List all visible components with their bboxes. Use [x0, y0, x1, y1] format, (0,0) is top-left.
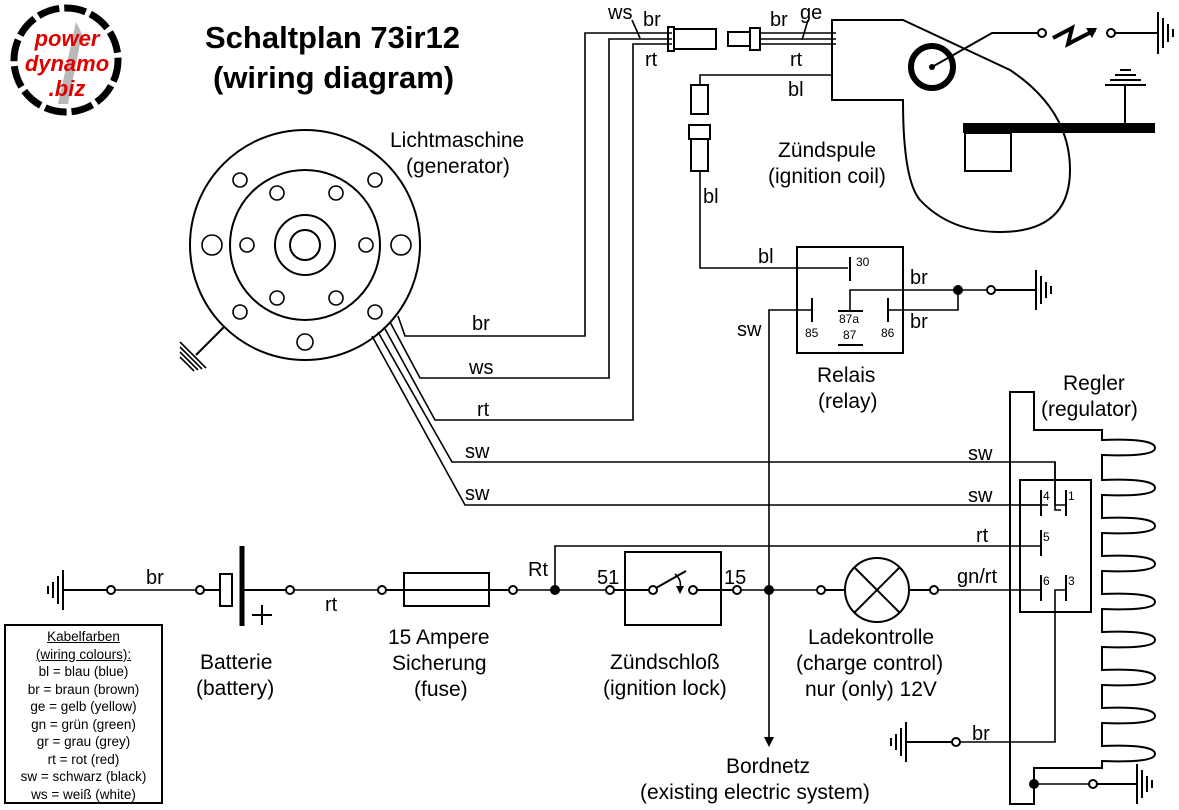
relay-pin-87a: 87a [839, 312, 859, 326]
wire-label-gen-ws: ws [468, 357, 493, 379]
battery-label-de: Batterie [200, 651, 272, 674]
wire-label-bl-relay: bl [758, 246, 774, 268]
relay-pin-87: 87 [843, 328, 857, 342]
wire-label-coil-ge: ge [800, 2, 822, 24]
relay-symbol [764, 246, 1052, 747]
regulator-pin-4: 4 [1043, 489, 1050, 503]
ignition-coil-label-de: Zündspule [778, 139, 876, 162]
charge-control-label-line1: Ladekontrolle [808, 626, 934, 649]
wire-label-reg-gnrt: gn/rt [957, 566, 997, 588]
connector-plug [631, 19, 836, 52]
legend-item: gn = grün (green) [31, 716, 136, 732]
wire-label-bat-br: br [146, 567, 164, 589]
logo-ring-icon [10, 4, 122, 116]
regulator-label-de: Regler [1063, 372, 1125, 395]
logo: power dynamo .biz [6, 4, 124, 116]
ignition-lock-label-en: (ignition lock) [603, 677, 727, 700]
fuse-label-line2: Sicherung [392, 652, 487, 675]
legend-item: sw = schwarz (black) [20, 769, 147, 784]
wire-label-reg-sw2: sw [968, 485, 993, 507]
onboard-network-label-en: (existing electric system) [640, 781, 870, 804]
fuse-label-line1: 15 Ampere [388, 626, 490, 649]
legend-item: ge = gelb (yellow) [30, 699, 137, 714]
wire-label-reg-sw1: sw [968, 443, 993, 465]
legend-item: bl = blau (blue) [38, 664, 129, 679]
ignition-coil-symbol [831, 12, 1174, 234]
relay-pin-86: 86 [881, 326, 895, 340]
legend-item: br = braun (brown) [27, 681, 140, 697]
wire-label-coil-br: br [770, 9, 788, 31]
wire-label-top-ws: ws [607, 2, 632, 24]
regulator-pin-6: 6 [1043, 574, 1050, 588]
title-line2: (wiring diagram) [213, 60, 454, 95]
regulator-pin-5: 5 [1043, 530, 1050, 544]
wire-label-relay-sw: sw [737, 319, 762, 341]
legend-item: rt = rot (red) [47, 751, 120, 767]
wire-label-top-rt: rt [645, 49, 658, 71]
legend-title: Kabelfarben [47, 629, 120, 644]
regulator-pin-1: 1 [1068, 489, 1075, 503]
fuse-label-line3: (fuse) [414, 678, 468, 701]
relay-pin-30: 30 [856, 255, 870, 269]
regulator-label-en: (regulator) [1041, 398, 1138, 421]
relay-pin-85: 85 [805, 326, 819, 340]
title-line1: Schaltplan 73ir12 [205, 20, 460, 55]
charge-control-label-line2: (charge control) [796, 652, 943, 675]
regulator-pin-3: 3 [1068, 574, 1075, 588]
main-circuit [47, 546, 980, 626]
legend-item: ws = weiß (white) [31, 786, 136, 802]
generator-wires [371, 32, 1061, 511]
wire-label-coil-bl: bl [788, 79, 804, 101]
bl-wire [688, 74, 848, 269]
wire-label-bat-rt: rt [325, 594, 338, 616]
wire-label-relay-br-bottom: br [910, 311, 928, 333]
wire-label-gen-br: br [472, 313, 490, 335]
wire-label-coil-rt: rt [790, 49, 803, 71]
relay-label-en: (relay) [818, 390, 878, 413]
charge-control-label-line3: nur (only) 12V [805, 678, 937, 701]
ignition-lock-label-de: Zündschloß [610, 651, 720, 674]
generator-label-de: Lichtmaschine [390, 129, 524, 152]
generator-symbol [179, 129, 421, 372]
onboard-network-label-de: Bordnetz [726, 755, 810, 778]
wire-label-gen-sw2: sw [465, 483, 490, 505]
logo-line3: .biz [48, 76, 86, 101]
wire-label-gen-rt: rt [477, 399, 490, 421]
wiring-colour-legend: Kabelfarben (wiring colours): bl = blau … [4, 624, 163, 804]
logo-line1: power [34, 26, 100, 51]
wire-label-top-br: br [643, 9, 661, 31]
wire-label-bl-vertical: bl [703, 186, 719, 208]
wire-label-gen-sw1: sw [465, 441, 490, 463]
wire-label-reg-br: br [972, 723, 990, 745]
generator-label-en: (generator) [406, 155, 510, 178]
legend-subtitle: (wiring colours): [35, 646, 132, 662]
ignition-lock-pin-51: 51 [597, 567, 619, 589]
wire-label-reg-rt: rt [976, 525, 989, 547]
wire-label-relay-br-top: br [910, 267, 928, 289]
regulator-symbol [554, 391, 1157, 805]
battery-label-en: (battery) [196, 677, 274, 700]
logo-line2: dynamo [24, 51, 110, 76]
relay-label-de: Relais [817, 364, 875, 387]
wire-label-junction-rt: Rt [528, 559, 548, 581]
ignition-lock-pin-15: 15 [724, 567, 746, 589]
legend-item: gr = grau (grey) [36, 734, 131, 749]
ignition-coil-label-en: (ignition coil) [768, 165, 886, 188]
